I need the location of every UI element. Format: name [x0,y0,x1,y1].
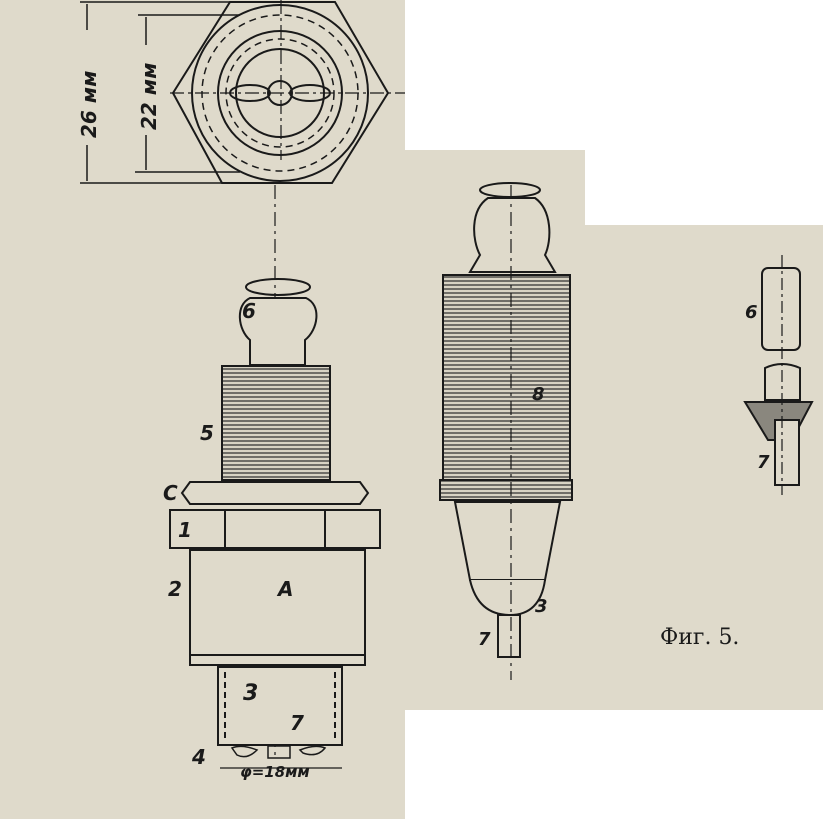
label-c: C [163,481,178,505]
diameter-label: φ=18мм [240,763,310,781]
left-spark-plug [169,278,381,769]
label-7: 7 [290,711,304,735]
dim-26mm-label: 26 мм [77,71,101,139]
label-6-right: 6 [745,302,758,323]
label-3: 3 [243,681,258,706]
label-8: 8 [532,384,545,405]
top-view-hexagon [170,0,405,184]
label-a: A [276,577,293,601]
right-detail [743,255,814,495]
label-6: 6 [242,299,256,323]
label-3-middle: 3 [535,596,548,617]
middle-insulator [439,182,573,680]
label-1: 1 [178,518,192,542]
figure-caption: Фиг. 5. [660,625,739,650]
dimension-lines [80,1,240,184]
dim-22mm-label: 22 мм [137,63,161,131]
label-7-middle: 7 [478,629,491,650]
label-4: 4 [191,745,206,769]
label-2: 2 [168,577,182,601]
label-7-right: 7 [757,452,770,473]
label-5: 5 [200,421,214,445]
